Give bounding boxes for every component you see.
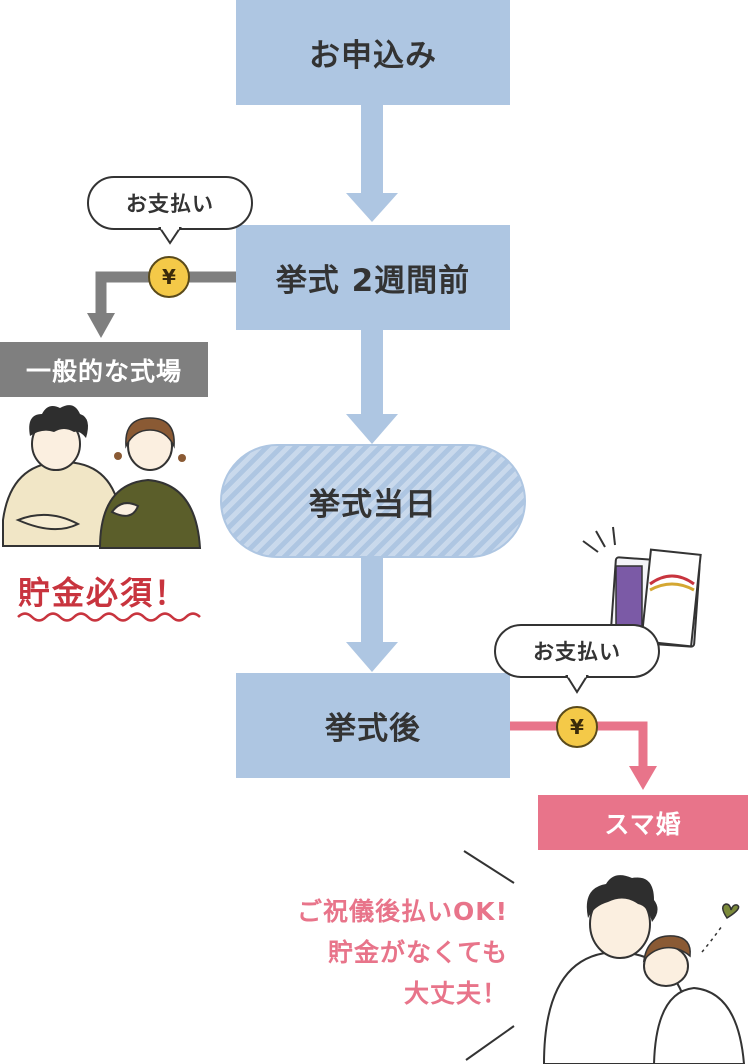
- step-apply: お申込み: [236, 0, 510, 105]
- sumakon-label: スマ婚: [538, 795, 748, 850]
- step-ceremony-day: 挙式当日: [220, 444, 526, 558]
- payment-bubble-general: お支払い: [87, 176, 253, 230]
- step-two-weeks-before: 挙式 2週間前: [236, 225, 510, 330]
- general-branch-line: [87, 271, 236, 338]
- sumakon-branch-line: [510, 721, 657, 790]
- general-venue-label: 一般的な式場: [0, 342, 208, 397]
- wavy-underline: [17, 612, 201, 622]
- deco-line-top: [463, 850, 515, 884]
- promo-line-1: ご祝儀後払いOK!: [296, 897, 508, 926]
- flow-arrow-2: [346, 330, 398, 444]
- savings-required-note: 貯金必須！: [18, 574, 189, 612]
- step-after-ceremony: 挙式後: [236, 673, 510, 778]
- yen-coin-icon: ¥: [556, 706, 598, 748]
- deco-line-bottom: [465, 1025, 515, 1061]
- sparkle-marks: [582, 526, 616, 553]
- promo-line-2: 貯金がなくても: [327, 938, 508, 967]
- promo-line-3: 大丈夫！: [403, 979, 508, 1008]
- yen-coin-icon: ¥: [148, 256, 190, 298]
- flow-arrow-1: [346, 105, 398, 222]
- promo-text: ご祝儀後払いOK! 貯金がなくても 大丈夫！: [238, 891, 508, 1014]
- flow-arrow-3: [346, 558, 398, 672]
- payment-bubble-sumakon: お支払い: [494, 624, 660, 678]
